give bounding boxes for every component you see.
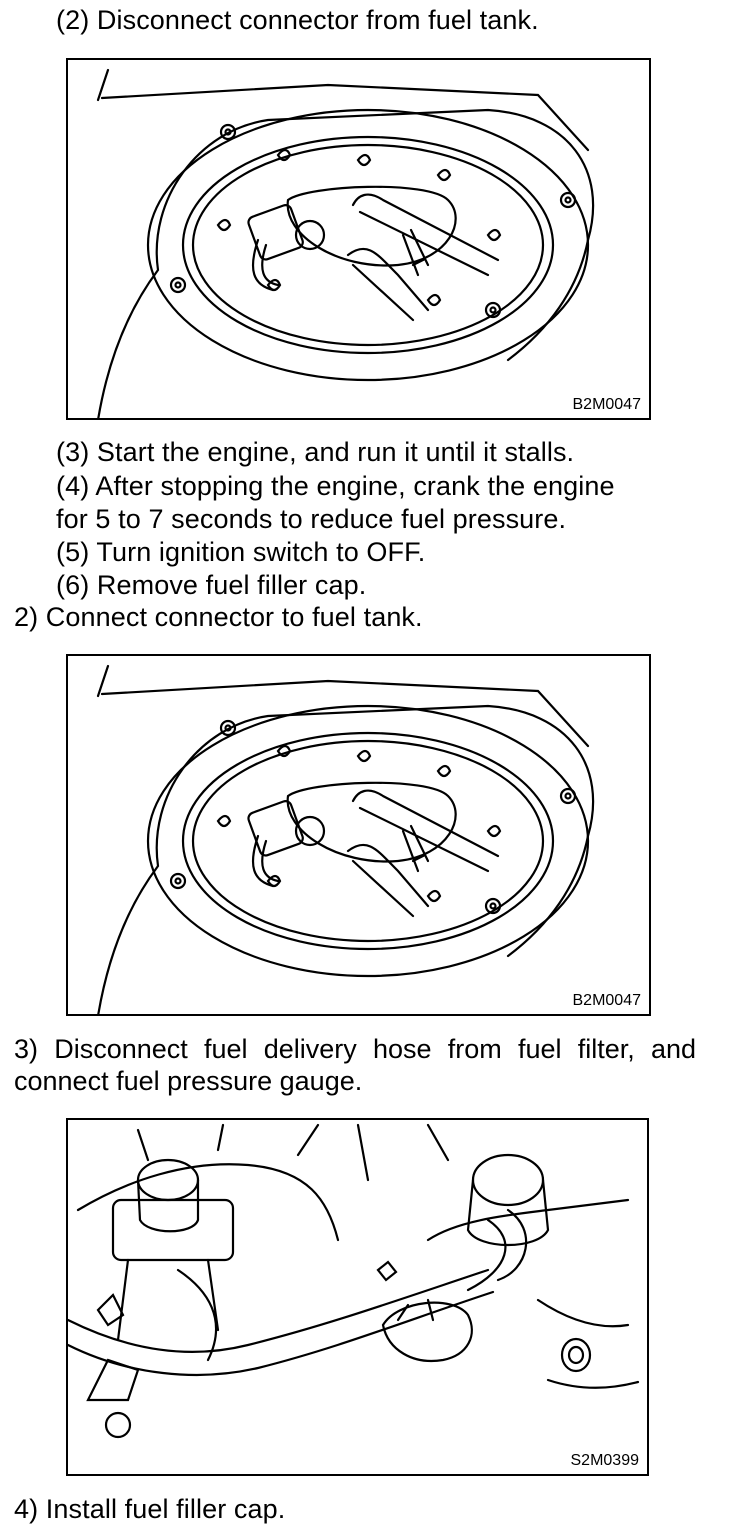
figure-code-label: S2M0399 [570,1452,640,1469]
figure-fuel-pressure-gauge: S2M0399 [66,1118,649,1476]
step-crank-engine-line2: for 5 to 7 seconds to reduce fuel pressu… [56,504,567,534]
step-disconnect-delivery-hose: 3) Disconnect fuel delivery hose from fu… [14,1034,696,1096]
step-install-filler-cap: 4) Install fuel filler cap. [14,1494,286,1524]
figure-fuel-tank-connector-1: B2M0047 [66,58,651,420]
figure-code-label: B2M0047 [572,992,642,1009]
step-ignition-off: (5) Turn ignition switch to OFF. [56,537,426,567]
figure-fuel-tank-connector-2: B2M0047 [66,654,651,1016]
figure-code-label: B2M0047 [572,396,642,413]
step-remove-filler-cap: (6) Remove fuel filler cap. [56,570,367,600]
step-connect-connector: 2) Connect connector to fuel tank. [14,602,423,632]
step-disconnect-connector: (2) Disconnect connector from fuel tank. [56,5,539,35]
step-crank-engine-line1: (4) After stopping the engine, crank the… [56,471,615,501]
step-start-engine: (3) Start the engine, and run it until i… [56,437,575,467]
fuel-pump-illustration [96,664,595,1014]
fuel-pump-illustration [96,68,595,418]
engine-bay-illustration [68,1123,640,1439]
